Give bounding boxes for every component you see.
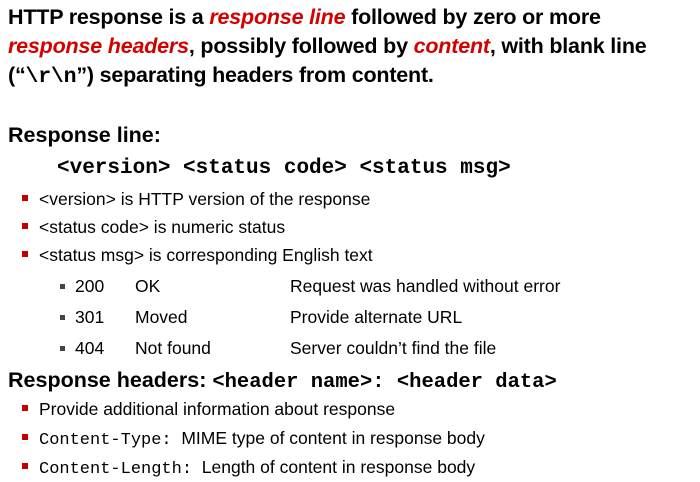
bullet-square-icon	[22, 405, 28, 412]
bullet-square-icon	[22, 195, 28, 202]
response-headers-syntax: <header name>: <header data>	[212, 371, 557, 394]
bullet-square-icon	[22, 434, 28, 441]
bullet-text: Length of content in response body	[201, 457, 476, 477]
intro-paragraph: HTTP response is a response line followe…	[8, 3, 696, 92]
status-code-row: 200 OK Request was handled without error	[60, 274, 660, 298]
intro-highlight-response-headers: response headers	[8, 34, 189, 58]
status-msg: Moved	[135, 307, 188, 327]
status-desc: Request was handled without error	[290, 276, 561, 296]
response-headers-label: Response headers:	[8, 368, 213, 392]
intro-text-3: , possibly followed by	[188, 34, 414, 58]
status-code: 200	[75, 276, 105, 296]
intro-text-4: , with blank line	[489, 34, 647, 58]
sub-bullet-square-icon	[60, 284, 65, 289]
list-item: <status code> is numeric status	[22, 215, 285, 239]
bullet-square-icon	[22, 223, 28, 230]
bullet-text: <status msg> is corresponding English te…	[39, 245, 373, 265]
bullet-text: <status code> is numeric status	[39, 217, 286, 237]
list-item: <version> is HTTP version of the respons…	[22, 187, 370, 211]
intro-crlf-code: \r\n	[25, 65, 77, 89]
status-code: 404	[75, 338, 105, 358]
status-msg: Not found	[135, 338, 211, 358]
bullet-text: MIME type of content in response body	[181, 428, 485, 448]
bullet-text: Provide additional information about res…	[39, 399, 396, 419]
list-item: Content-Length: Length of content in res…	[22, 455, 475, 482]
header-name-code: Content-Type:	[39, 431, 172, 450]
intro-highlight-content: content	[413, 34, 490, 58]
intro-highlight-response-line: response line	[209, 5, 346, 29]
bullet-text: <version> is HTTP version of the respons…	[39, 189, 371, 209]
status-desc: Provide alternate URL	[290, 307, 463, 327]
list-item: Provide additional information about res…	[22, 397, 395, 421]
status-code: 301	[75, 307, 105, 327]
bullet-square-icon	[22, 251, 28, 258]
sub-bullet-square-icon	[60, 315, 65, 320]
status-code-row: 404 Not found Server couldn’t find the f…	[60, 336, 660, 360]
sub-bullet-square-icon	[60, 346, 65, 351]
list-item: Content-Type: MIME type of content in re…	[22, 426, 485, 453]
status-desc: Server couldn’t find the file	[290, 338, 497, 358]
intro-text-5: (“	[8, 63, 26, 87]
intro-text-6: ”) separating headers from content.	[76, 63, 434, 87]
list-item: <status msg> is corresponding English te…	[22, 243, 373, 267]
status-code-row: 301 Moved Provide alternate URL	[60, 305, 660, 329]
response-line-syntax: <version> <status code> <status msg>	[57, 157, 511, 180]
header-name-code: Content-Length:	[39, 460, 193, 479]
bullet-square-icon	[22, 463, 28, 470]
intro-text-2: followed by zero or more	[345, 5, 601, 29]
intro-text-1: HTTP response is a	[8, 5, 210, 29]
response-line-heading: Response line:	[8, 123, 161, 147]
response-headers-heading: Response headers: <header name>: <header…	[8, 366, 557, 397]
status-msg: OK	[135, 276, 161, 296]
